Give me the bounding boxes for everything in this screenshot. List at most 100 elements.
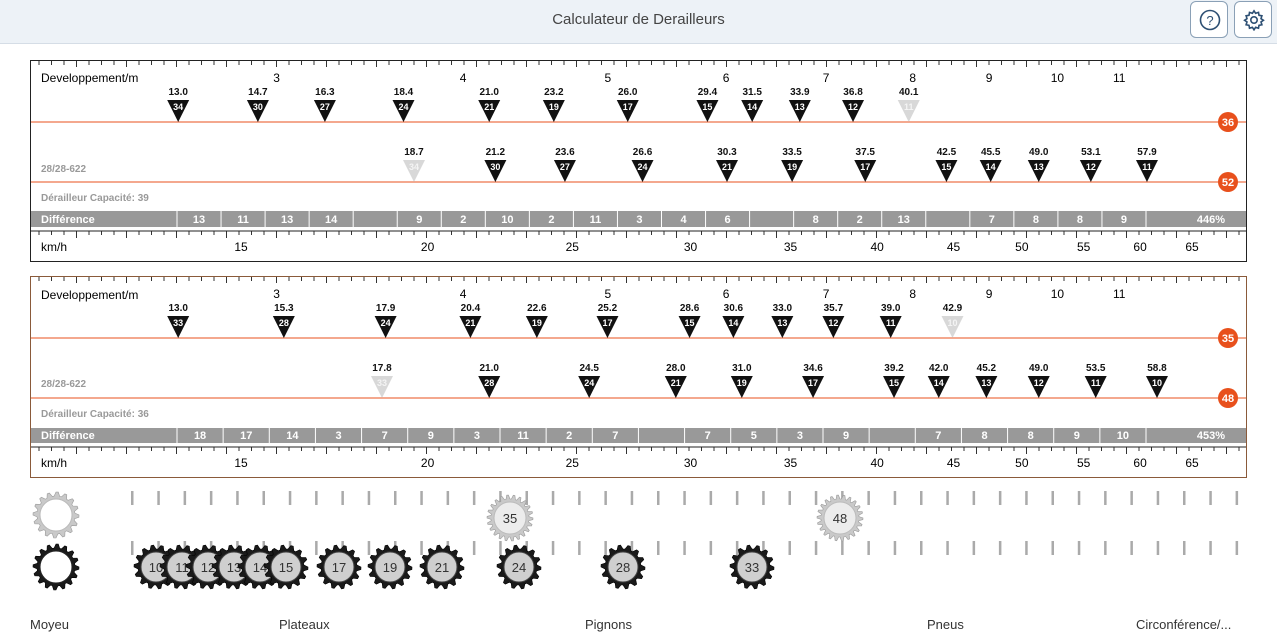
gear-marker-triangle bbox=[1135, 160, 1158, 182]
gear-marker[interactable]: 42.515 bbox=[935, 147, 958, 182]
gear-marker[interactable]: 25.217 bbox=[596, 303, 619, 338]
gear-marker[interactable]: 33.519 bbox=[781, 147, 804, 182]
sprocket-cog[interactable]: 17 bbox=[316, 544, 362, 590]
help-button[interactable]: ? bbox=[1190, 1, 1228, 38]
gear-marker[interactable]: 45.213 bbox=[975, 363, 998, 398]
tab-pignons[interactable]: Pignons bbox=[585, 617, 632, 632]
speed-axis-label: km/h bbox=[41, 456, 67, 470]
sprocket-cog[interactable]: 15 bbox=[263, 544, 309, 590]
gear-marker[interactable]: 42.910 bbox=[941, 303, 964, 338]
gear-teeth-label: 15 bbox=[702, 102, 712, 112]
gear-marker[interactable]: 36.812 bbox=[842, 87, 865, 122]
gear-marker[interactable]: 21.028 bbox=[478, 363, 501, 398]
gear-marker-triangle bbox=[578, 376, 601, 398]
gear-marker[interactable]: 37.517 bbox=[854, 147, 877, 182]
gear-marker[interactable]: 18.424 bbox=[392, 87, 415, 122]
gear-marker[interactable]: 15.328 bbox=[272, 303, 295, 338]
gear-teeth-label: 19 bbox=[532, 318, 542, 328]
gear-marker[interactable]: 23.627 bbox=[553, 147, 576, 182]
tab-circonference[interactable]: Circonférence/... bbox=[1136, 617, 1232, 632]
gear-marker[interactable]: 53.112 bbox=[1079, 147, 1102, 182]
dev-tick-label: 11 bbox=[1113, 287, 1126, 301]
gear-marker[interactable]: 17.924 bbox=[374, 303, 397, 338]
sprocket-cog[interactable]: 28 bbox=[600, 544, 646, 590]
gear-marker-triangle bbox=[478, 376, 501, 398]
chainring-cog[interactable]: 35 bbox=[486, 494, 534, 542]
gear-marker-triangle bbox=[822, 316, 845, 338]
gear-ratio-label: 13.0 bbox=[168, 303, 188, 314]
settings-button[interactable] bbox=[1234, 1, 1272, 38]
chainring-cog[interactable]: 48 bbox=[816, 494, 864, 542]
gear-marker[interactable]: 49.013 bbox=[1027, 147, 1050, 182]
gear-marker[interactable]: 39.011 bbox=[879, 303, 902, 338]
gear-marker[interactable]: 23.219 bbox=[542, 87, 565, 122]
gear-teeth-label: 34 bbox=[409, 162, 419, 172]
gear-marker[interactable]: 33.013 bbox=[771, 303, 794, 338]
sprocket-cog[interactable]: 33 bbox=[729, 544, 775, 590]
gear-marker[interactable]: 34.617 bbox=[802, 363, 825, 398]
difference-percent: 446% bbox=[1197, 214, 1225, 226]
gear-marker[interactable]: 49.012 bbox=[1027, 363, 1050, 398]
sprocket-cog[interactable]: 21 bbox=[419, 544, 465, 590]
gear-marker[interactable]: 16.327 bbox=[313, 87, 336, 122]
gear-marker-triangle bbox=[525, 316, 548, 338]
cog-teeth-label: 10 bbox=[149, 560, 163, 575]
gear-marker[interactable]: 22.619 bbox=[525, 303, 548, 338]
gear-marker[interactable]: 13.033 bbox=[167, 303, 190, 338]
tab-plateaux[interactable]: Plateaux bbox=[279, 617, 330, 632]
gear-marker[interactable]: 14.730 bbox=[246, 87, 269, 122]
gear-marker[interactable]: 39.215 bbox=[883, 363, 906, 398]
gear-ratio-label: 57.9 bbox=[1137, 147, 1157, 158]
gear-ratio-label: 18.7 bbox=[404, 147, 424, 158]
gear-marker[interactable]: 31.514 bbox=[741, 87, 764, 122]
gear-marker-triangle bbox=[678, 316, 701, 338]
gear-marker[interactable]: 45.514 bbox=[979, 147, 1002, 182]
gear-marker[interactable]: 26.624 bbox=[631, 147, 654, 182]
gear-marker[interactable]: 26.017 bbox=[616, 87, 639, 122]
gear-marker[interactable]: 40.111 bbox=[897, 87, 920, 122]
gear-marker[interactable]: 28.021 bbox=[664, 363, 687, 398]
gear-marker[interactable]: 30.321 bbox=[715, 147, 738, 182]
gear-teeth-label: 21 bbox=[671, 378, 681, 388]
cog-teeth-label: 35 bbox=[503, 511, 517, 526]
sprocket-cog[interactable]: 19 bbox=[367, 544, 413, 590]
gear-marker[interactable]: 35.712 bbox=[822, 303, 845, 338]
gear-marker[interactable]: 18.7 34 bbox=[402, 147, 425, 182]
difference-value: 11 bbox=[237, 214, 249, 226]
gear-marker[interactable]: 31.019 bbox=[730, 363, 753, 398]
difference-value: 14 bbox=[286, 430, 299, 442]
gear-marker[interactable]: 24.524 bbox=[578, 363, 601, 398]
gear-marker-triangle bbox=[631, 160, 654, 182]
gear-marker[interactable]: 28.615 bbox=[678, 303, 701, 338]
gear-ratio-label: 34.6 bbox=[803, 363, 823, 374]
gear-ratio-label: 25.2 bbox=[598, 303, 618, 314]
gear-marker[interactable]: 17.833 bbox=[370, 363, 393, 398]
speed-tick-label: 50 bbox=[1015, 456, 1029, 470]
gear-teeth-label: 11 bbox=[1142, 162, 1152, 172]
gear-marker[interactable]: 42.014 bbox=[927, 363, 950, 398]
tab-pneus[interactable]: Pneus bbox=[927, 617, 964, 632]
speed-tick-label: 40 bbox=[870, 456, 884, 470]
difference-value: 13 bbox=[193, 214, 205, 226]
gear-marker[interactable]: 21.230 bbox=[484, 147, 507, 182]
gear-ratio-label: 26.6 bbox=[633, 147, 653, 158]
dev-axis-label: Developpement/m bbox=[41, 288, 138, 302]
gear-marker-triangle bbox=[741, 100, 764, 122]
gear-marker[interactable]: 33.913 bbox=[788, 87, 811, 122]
gear-marker-triangle bbox=[935, 160, 958, 182]
gear-marker[interactable]: 20.421 bbox=[459, 303, 482, 338]
gear-marker[interactable]: 21.021 bbox=[478, 87, 501, 122]
speed-tick-label: 55 bbox=[1077, 240, 1091, 254]
tab-moyeu[interactable]: Moyeu bbox=[30, 617, 70, 632]
gear-marker[interactable]: 30.614 bbox=[722, 303, 745, 338]
gear-teeth-label: 13 bbox=[795, 102, 805, 112]
gear-marker-triangle bbox=[167, 100, 190, 122]
sprocket-cog[interactable]: 24 bbox=[496, 544, 542, 590]
gear-marker[interactable]: 29.415 bbox=[696, 87, 719, 122]
gear-ratio-label: 53.1 bbox=[1081, 147, 1101, 158]
gear-marker[interactable]: 57.9 11 bbox=[1135, 147, 1158, 182]
gear-marker[interactable]: 53.511 bbox=[1084, 363, 1107, 398]
gear-marker[interactable]: 58.810 bbox=[1145, 363, 1168, 398]
gear-marker[interactable]: 13.034 bbox=[167, 87, 190, 122]
